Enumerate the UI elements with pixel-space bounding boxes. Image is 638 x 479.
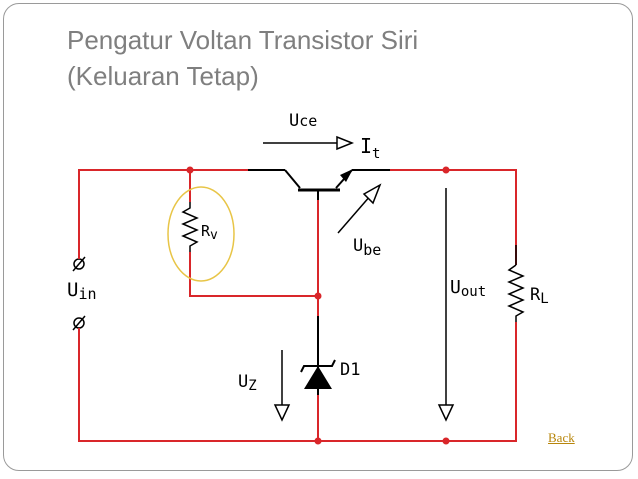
- wire-bottom: [78, 322, 517, 442]
- junction-dot: [186, 166, 194, 174]
- uin-label: Uin: [67, 279, 97, 303]
- rl-resistor-zigzag: [507, 264, 525, 322]
- ube-label: Ube: [353, 236, 381, 259]
- wire-top-left: [78, 169, 248, 243]
- junction-dot: [314, 437, 322, 445]
- uz-arrow: [273, 350, 291, 422]
- it-label: It: [360, 134, 380, 162]
- rv-highlight-ellipse: [167, 186, 235, 282]
- uce-label: Uce: [289, 111, 317, 131]
- junction-dots: [186, 166, 450, 445]
- d1-label: D1: [340, 360, 360, 380]
- uin-terminal-top: [72, 256, 86, 272]
- wire-rv-bottom: [189, 252, 318, 297]
- junction-dot: [442, 166, 450, 174]
- title-line-1: Pengatur Voltan Transistor Siri: [67, 25, 419, 55]
- wire-top-right: [390, 169, 517, 265]
- uout-label: Uout: [450, 277, 486, 300]
- ube-arrow: [337, 183, 382, 234]
- rv-label: Rv: [201, 222, 218, 243]
- emitter-arrowhead: [340, 169, 353, 182]
- uce-arrow: [263, 135, 355, 151]
- zener-diode-symbol: [300, 316, 336, 395]
- junction-dot: [442, 437, 450, 445]
- title-line-2: (Keluaran Tetap): [67, 61, 259, 91]
- slide-title: Pengatur Voltan Transistor Siri (Keluara…: [67, 22, 607, 94]
- uin-terminal-bottom: [72, 315, 86, 331]
- back-link[interactable]: Back: [548, 430, 575, 445]
- rl-label: RL: [530, 285, 549, 307]
- circuit-wires: [78, 169, 517, 442]
- uout-arrow: [437, 188, 455, 422]
- rv-resistor-zigzag: [181, 202, 199, 252]
- uz-label: UZ: [238, 372, 257, 394]
- junction-dot: [314, 292, 322, 300]
